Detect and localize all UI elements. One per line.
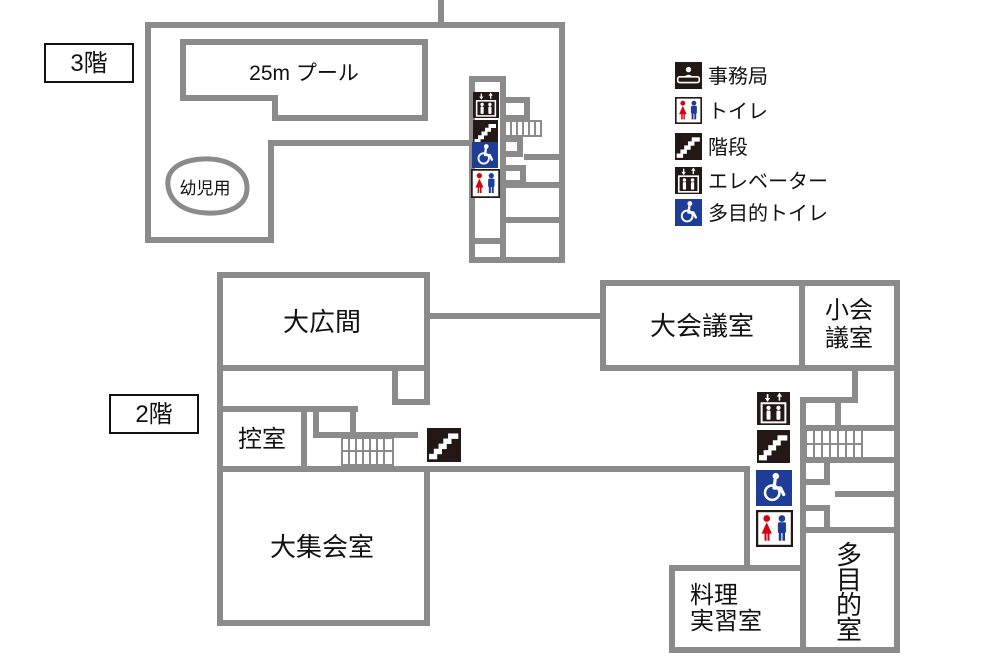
legend-item-elevator: エレベーター bbox=[675, 167, 828, 194]
floor2-stairs-hatch-right bbox=[805, 430, 863, 459]
accessible-toilet-icon bbox=[756, 470, 792, 506]
floor3: 3階 25m プール 幼児用 bbox=[44, 0, 565, 263]
room-label-multipurpose-room: 多 目 的 室 bbox=[836, 540, 862, 645]
floor2-label: 2階 bbox=[135, 401, 172, 428]
room-label-cooking-room: 料理 実習室 bbox=[690, 582, 762, 635]
accessible-toilet-icon bbox=[675, 199, 702, 226]
room-label-toddler-pool: 幼児用 bbox=[180, 179, 231, 198]
stairs-icon bbox=[427, 428, 461, 462]
legend: 事務局 トイレ 階段 エレベーター 多目的トイレ bbox=[675, 62, 828, 226]
office-icon bbox=[675, 62, 702, 89]
legend-label: 多目的トイレ bbox=[708, 202, 828, 225]
floor2-label-box: 2階 bbox=[109, 394, 199, 434]
room-label-pool: 25m プール bbox=[249, 62, 359, 85]
svg-text:目: 目 bbox=[836, 565, 862, 595]
accessible-toilet-icon bbox=[472, 142, 498, 168]
toilet-icon bbox=[756, 510, 793, 547]
room-label-small-meeting-room: 小会 議室 bbox=[825, 297, 873, 352]
toddler-pool-outline: 幼児用 bbox=[165, 156, 250, 216]
floor2-walls bbox=[217, 272, 900, 653]
legend-item-office: 事務局 bbox=[675, 62, 768, 89]
elevator-icon bbox=[473, 92, 499, 118]
elevator-icon bbox=[757, 392, 790, 425]
svg-text:的: 的 bbox=[836, 590, 862, 620]
stairs-icon bbox=[675, 133, 702, 160]
svg-text:料理: 料理 bbox=[690, 582, 738, 609]
pool-outline: 25m プール bbox=[180, 39, 428, 121]
floor2-room-labels: 大広間 控室 大集会室 大会議室 小会 議室 料理 実習室 多 目 的 室 bbox=[238, 297, 873, 645]
svg-text:多: 多 bbox=[836, 540, 862, 570]
legend-item-toilet: トイレ bbox=[675, 97, 768, 124]
floor2-stairs-icon-left bbox=[427, 428, 461, 462]
floor3-walls bbox=[145, 0, 565, 263]
floor3-label: 3階 bbox=[70, 50, 107, 77]
stairs-icon bbox=[757, 430, 790, 463]
room-label-large-assembly-room: 大集会室 bbox=[270, 532, 374, 562]
toilet-icon bbox=[471, 169, 500, 198]
stairs-icon bbox=[473, 120, 498, 145]
room-label-large-hall: 大広間 bbox=[283, 307, 361, 337]
elevator-icon bbox=[675, 167, 702, 194]
floor2: 2階 bbox=[109, 272, 900, 653]
floor3-core-icons bbox=[471, 92, 500, 198]
svg-text:実習室: 実習室 bbox=[690, 608, 762, 635]
svg-text:議室: 議室 bbox=[825, 325, 873, 352]
legend-label: トイレ bbox=[708, 101, 768, 123]
legend-label: 階段 bbox=[708, 136, 748, 159]
floor2-core-icons bbox=[756, 392, 793, 547]
legend-item-accessible-toilet: 多目的トイレ bbox=[675, 199, 828, 226]
toilet-icon bbox=[675, 97, 702, 124]
floor2-stairs-hatch-left bbox=[341, 437, 394, 466]
svg-text:小会: 小会 bbox=[825, 297, 873, 324]
floor3-label-box: 3階 bbox=[44, 43, 134, 83]
room-label-large-meeting-room: 大会議室 bbox=[650, 311, 754, 341]
room-label-waiting-room: 控室 bbox=[238, 426, 286, 453]
legend-label: 事務局 bbox=[708, 65, 768, 88]
svg-text:室: 室 bbox=[836, 615, 862, 645]
legend-label: エレベーター bbox=[708, 170, 828, 193]
floor3-stairs-hatch bbox=[504, 120, 542, 137]
legend-item-stairs: 階段 bbox=[675, 133, 748, 160]
